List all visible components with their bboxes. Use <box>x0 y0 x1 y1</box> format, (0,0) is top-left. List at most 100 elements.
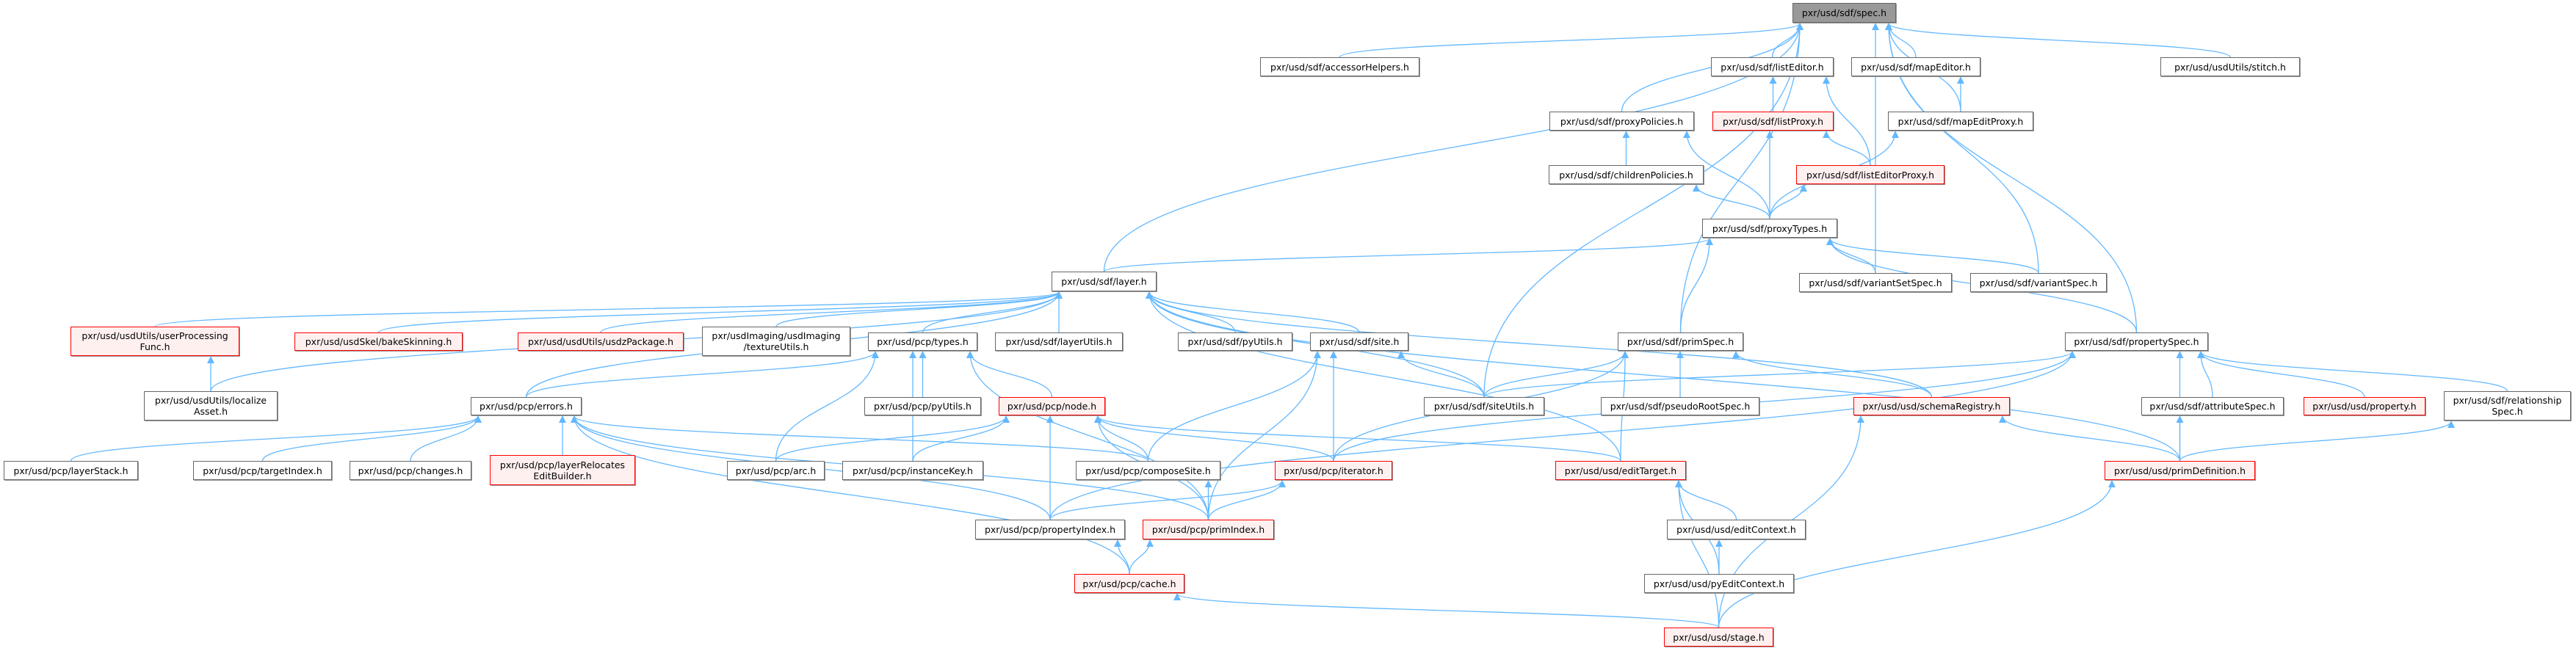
node-primIndex[interactable]: pxr/usd/pcp/primIndex.h <box>1143 520 1274 539</box>
node-listEditorProxy[interactable]: pxr/usd/sdf/listEditorProxy.h <box>1796 165 1944 184</box>
node-label: pxr/usd/sdf/relationship <box>2453 395 2562 406</box>
edge-arc-to-node <box>775 415 1010 462</box>
edge-siteUtils-to-propertySpec <box>1483 351 2076 398</box>
node-label: pxr/usd/sdf/variantSetSpec.h <box>1809 277 1942 288</box>
edge-iterator-to-node <box>1094 415 1334 462</box>
node-primDefinition[interactable]: pxr/usd/usd/primDefinition.h <box>2105 461 2255 480</box>
node-stitch[interactable]: pxr/usd/usdUtils/stitch.h <box>2160 57 2300 76</box>
node-pseudoRootSpec[interactable]: pxr/usd/sdf/pseudoRootSpec.h <box>1601 397 1759 415</box>
node-label: pxr/usd/usd/pyEditContext.h <box>1653 578 1785 589</box>
node-siteUtils[interactable]: pxr/usd/sdf/siteUtils.h <box>1424 397 1544 415</box>
node-label: Func.h <box>140 341 170 352</box>
edge-cache-to-propertyIndex <box>1114 539 1130 575</box>
node-errors[interactable]: pxr/usd/pcp/errors.h <box>471 397 582 415</box>
node-listEditor[interactable]: pxr/usd/sdf/listEditor.h <box>1711 57 1834 76</box>
node-schemaRegistry[interactable]: pxr/usd/usd/schemaRegistry.h <box>1853 397 2010 415</box>
node-proxyPolicies[interactable]: pxr/usd/sdf/proxyPolicies.h <box>1549 112 1694 131</box>
node-propertyIndex[interactable]: pxr/usd/pcp/propertyIndex.h <box>975 520 1125 539</box>
node-arc[interactable]: pxr/usd/pcp/arc.h <box>727 461 825 480</box>
edge-sdfPyUtils-to-layer <box>1146 291 1236 333</box>
node-sdfPyUtils[interactable]: pxr/usd/sdf/pyUtils.h <box>1178 332 1292 351</box>
node-bakeSkinning[interactable]: pxr/usd/usdSkel/bakeSkinning.h <box>294 332 463 351</box>
node-label: pxr/usd/sdf/listEditor.h <box>1721 61 1824 73</box>
node-label: pxr/usd/usd/primDefinition.h <box>2114 465 2246 476</box>
node-mapEditProxy[interactable]: pxr/usd/sdf/mapEditProxy.h <box>1888 112 2033 131</box>
node-variantSpec[interactable]: pxr/usd/sdf/variantSpec.h <box>1970 273 2107 292</box>
node-editTarget[interactable]: pxr/usd/usd/editTarget.h <box>1555 461 1686 480</box>
edge-site-to-layer <box>1146 291 1360 333</box>
node-pyEditContext[interactable]: pxr/usd/usd/pyEditContext.h <box>1644 574 1794 593</box>
node-label: pxr/usd/pcp/layerRelocates <box>499 459 626 470</box>
node-composeSite[interactable]: pxr/usd/pcp/composeSite.h <box>1076 461 1220 480</box>
node-label: pxr/usd/usd/stage.h <box>1673 631 1765 643</box>
edge-bakeSkinning-to-layer <box>377 291 1063 333</box>
node-listProxy[interactable]: pxr/usd/sdf/listProxy.h <box>1712 112 1834 131</box>
node-property[interactable]: pxr/usd/usd/property.h <box>2304 397 2425 415</box>
node-iterator[interactable]: pxr/usd/pcp/iterator.h <box>1275 461 1392 480</box>
node-label: pxr/usd/sdf/attributeSpec.h <box>2149 401 2276 412</box>
node-instanceKey[interactable]: pxr/usd/pcp/instanceKey.h <box>842 461 983 480</box>
node-label: pxr/usd/usd/editTarget.h <box>1564 465 1677 476</box>
node-site[interactable]: pxr/usd/sdf/site.h <box>1310 332 1408 351</box>
node-label: pxr/usd/pcp/arc.h <box>735 465 817 476</box>
edge-variantSpec-to-proxyTypes <box>1826 238 2039 274</box>
node-label: pxr/usd/pcp/changes.h <box>358 465 463 476</box>
edge-cache-to-primIndex <box>1129 539 1154 575</box>
edge-editTarget-to-node <box>1094 415 1621 462</box>
node-label: pxr/usd/sdf/childrenPolicies.h <box>1559 169 1693 181</box>
node-layerStack[interactable]: pxr/usd/pcp/layerStack.h <box>4 461 138 480</box>
node-targetIndex[interactable]: pxr/usd/pcp/targetIndex.h <box>193 461 332 480</box>
node-label: pxr/usd/pcp/cache.h <box>1082 578 1176 589</box>
node-propertySpec[interactable]: pxr/usd/sdf/propertySpec.h <box>2065 332 2208 351</box>
node-label: pxr/usd/pcp/propertyIndex.h <box>984 524 1116 535</box>
node-variantSetSpec[interactable]: pxr/usd/sdf/variantSetSpec.h <box>1799 273 1952 292</box>
edge-proxyTypes-to-childrenPolicies <box>1693 184 1770 219</box>
node-proxyTypes[interactable]: pxr/usd/sdf/proxyTypes.h <box>1702 219 1837 238</box>
node-label: Spec.h <box>2492 406 2523 417</box>
node-childrenPolicies[interactable]: pxr/usd/sdf/childrenPolicies.h <box>1549 165 1704 184</box>
edge-layerStack-to-errors <box>70 415 482 462</box>
node-stage[interactable]: pxr/usd/usd/stage.h <box>1664 628 1773 647</box>
node-label: EditBuilder.h <box>533 470 592 481</box>
node-label: pxr/usd/sdf/variantSpec.h <box>1979 277 2098 288</box>
node-accessorHelpers[interactable]: pxr/usd/sdf/accessorHelpers.h <box>1260 57 1419 76</box>
edge-layer-to-spec <box>1103 23 1803 272</box>
node-primSpec[interactable]: pxr/usd/sdf/primSpec.h <box>1618 332 1743 351</box>
edge-cache-to-errors <box>571 415 1130 575</box>
node-label: pxr/usd/sdf/accessorHelpers.h <box>1270 61 1409 73</box>
node-spec[interactable]: pxr/usd/sdf/spec.h <box>1792 3 1896 23</box>
node-label: pxr/usd/sdf/pyUtils.h <box>1187 336 1283 347</box>
node-layerUtils[interactable]: pxr/usd/sdf/layerUtils.h <box>995 332 1123 351</box>
node-label: pxr/usd/usd/editContext.h <box>1676 524 1796 535</box>
node-pcpPyUtils[interactable]: pxr/usd/pcp/pyUtils.h <box>864 397 981 415</box>
node-editContext[interactable]: pxr/usd/usd/editContext.h <box>1667 520 1806 539</box>
edge-errors-to-types <box>525 351 879 398</box>
node-types[interactable]: pxr/usd/pcp/types.h <box>868 332 977 351</box>
node-cache[interactable]: pxr/usd/pcp/cache.h <box>1074 574 1184 593</box>
node-label: pxr/usd/pcp/errors.h <box>480 401 573 412</box>
node-label: pxr/usd/usdUtils/userProcessing <box>82 330 228 341</box>
edge-siteUtils-to-primSpec <box>1483 351 1629 398</box>
edge-primIndex-to-types <box>966 351 1209 520</box>
node-usdzPackage[interactable]: pxr/usd/usdUtils/usdzPackage.h <box>518 332 684 351</box>
edge-primDefinition-to-layer <box>1146 291 2181 462</box>
node-node[interactable]: pxr/usd/pcp/node.h <box>999 397 1105 415</box>
node-textureUtils[interactable]: pxr/usdImaging/usdImaging/textureUtils.h <box>702 327 850 356</box>
node-attributeSpec[interactable]: pxr/usd/sdf/attributeSpec.h <box>2141 397 2284 415</box>
node-label: pxr/usd/pcp/instanceKey.h <box>853 465 973 476</box>
edge-propertyIndex-to-propertySpec <box>1049 351 2076 520</box>
node-label: pxr/usd/sdf/layerUtils.h <box>1005 336 1112 347</box>
node-mapEditor[interactable]: pxr/usd/sdf/mapEditor.h <box>1851 57 1980 76</box>
node-label: pxr/usd/sdf/pseudoRootSpec.h <box>1610 401 1751 412</box>
edge-relationshipSpec-to-propertySpec <box>2197 351 2508 392</box>
node-label: pxr/usd/sdf/propertySpec.h <box>2074 336 2199 347</box>
node-layer[interactable]: pxr/usd/sdf/layer.h <box>1052 272 1157 291</box>
edge-proxyPolicies-to-spec <box>1621 23 1803 112</box>
node-label: pxr/usd/pcp/pyUtils.h <box>874 401 972 412</box>
node-changes[interactable]: pxr/usd/pcp/changes.h <box>350 461 471 480</box>
node-label: pxr/usd/pcp/types.h <box>877 336 969 347</box>
